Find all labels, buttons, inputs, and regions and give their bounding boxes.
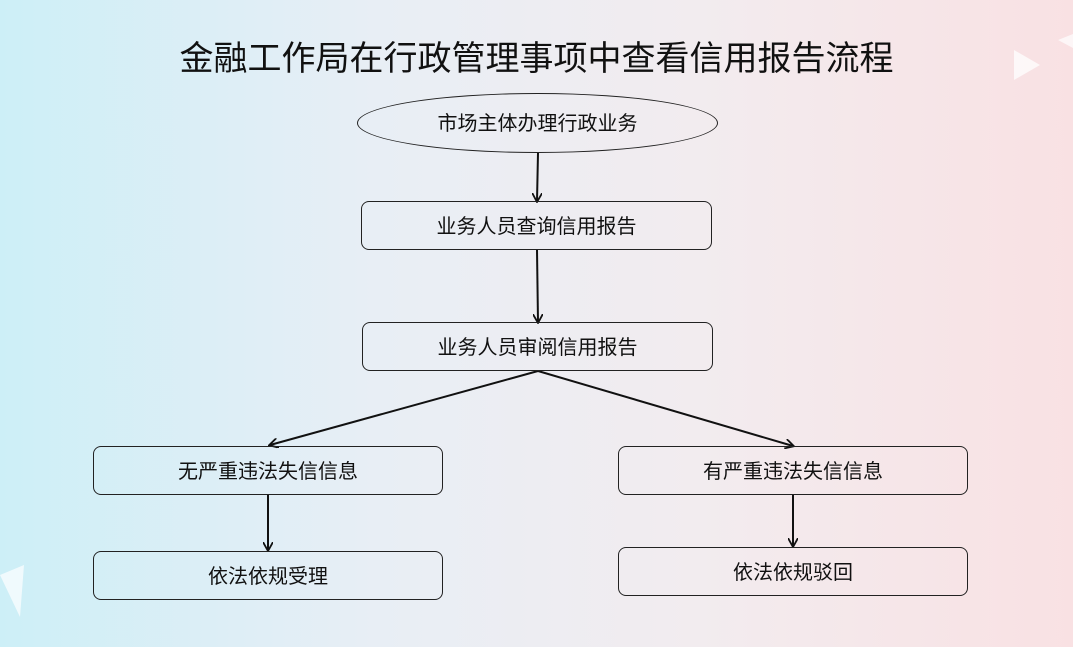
arrow-query-to-review: [537, 249, 538, 322]
node-start-label: 市场主体办理行政业务: [437, 111, 638, 135]
node-has-violation-label: 有严重违法失信信息: [703, 458, 883, 483]
node-reject: 依法依规驳回: [618, 547, 968, 596]
arrow-review-to-has-violation: [537, 370, 793, 446]
decorative-triangle-bottom-left: [0, 565, 24, 617]
diagram-title: 金融工作局在行政管理事项中查看信用报告流程: [179, 39, 894, 79]
node-no-violation: 无严重违法失信信息: [93, 446, 443, 495]
node-has-violation: 有严重违法失信信息: [618, 446, 968, 495]
node-query-report: 业务人员查询信用报告: [361, 201, 712, 250]
node-reject-label: 依法依规驳回: [733, 559, 853, 584]
node-query-report-label: 业务人员查询信用报告: [436, 213, 637, 238]
node-no-violation-label: 无严重违法失信信息: [178, 458, 358, 483]
node-review-report: 业务人员审阅信用报告: [362, 322, 713, 371]
node-accept-label: 依法依规受理: [208, 563, 328, 588]
arrow-review-to-no-violation: [270, 370, 539, 445]
arrow-start-to-query: [537, 152, 538, 201]
node-review-report-label: 业务人员审阅信用报告: [437, 334, 638, 359]
node-start: 市场主体办理行政业务: [357, 93, 718, 153]
node-accept: 依法依规受理: [93, 551, 443, 600]
